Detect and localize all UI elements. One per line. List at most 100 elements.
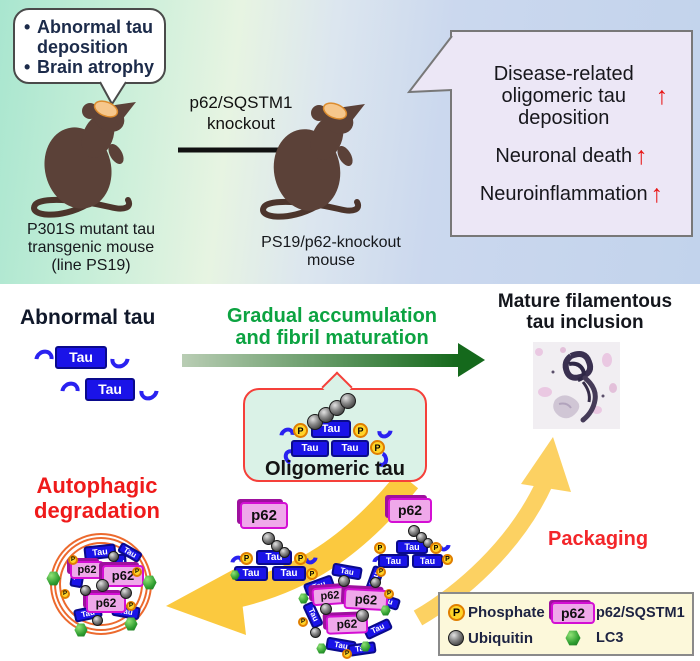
ubiquitin-icon (80, 585, 91, 596)
ubiquitin-icon (338, 575, 350, 587)
increase-arrow-icon: ↑ (655, 81, 669, 110)
ubiquitin-icon (120, 587, 132, 599)
lc3-icon (46, 571, 61, 586)
p62-tau-aggregate: TauTauTauTauTauTauTauTauPPPPp62p62p62 (298, 562, 402, 659)
lc3-icon (142, 575, 157, 590)
phosphate-icon: P (430, 542, 442, 554)
increase-arrow-icon: ↑ (650, 179, 664, 208)
tau-chip: Tau (55, 346, 107, 369)
tau-chip: Tau (412, 554, 443, 568)
caption-line: mouse (306, 252, 356, 269)
legend-label-ubiquitin: Ubiquitin (468, 629, 533, 647)
phosphate-icon: P (240, 552, 253, 565)
legend-icon-slot (550, 630, 596, 646)
phosphate-icon: P (384, 589, 394, 599)
outcome-text: Disease-related oligomeric tau depositio… (493, 62, 634, 129)
autophagosome-icon: TauTauTauTauTauTauPPPPp62p62p62 (46, 533, 157, 637)
ubiquitin-icon (340, 393, 356, 409)
ubiquitin-icon (279, 547, 290, 558)
mouse1-caption: P301S mutant tau transgenic mouse (line … (5, 221, 177, 275)
bubble-item: • Brain atrophy (24, 57, 160, 77)
lc3-icon (316, 643, 327, 654)
arrow-label-line: p62/SQSTM1 (189, 93, 293, 112)
process-label-line: and fibril maturation (235, 327, 429, 349)
increase-arrow-icon: ↑ (635, 141, 648, 170)
outcome-item: Neuroinflammation ↑ (454, 179, 689, 208)
phosphate-icon: P (60, 589, 70, 599)
phosphate-icon: P (374, 542, 386, 554)
lc3-icon (360, 641, 371, 652)
tau-squiggle (106, 345, 134, 373)
outcome-item: Neuronal death ↑ (454, 141, 689, 170)
autophagosome-cargo: TauTauTauTauTauTauPPPPp62p62p62 (46, 535, 157, 637)
outcome-item: Disease-related oligomeric tau depositio… (454, 63, 689, 129)
tau-squiggle (56, 377, 84, 405)
phenotype-speech-bubble: • Abnormal tau deposition • Brain atroph… (13, 8, 166, 84)
abnormal-tau-label: Abnormal tau (20, 306, 156, 329)
caption-line: transgenic mouse (27, 239, 155, 256)
oligomeric-tau-label: Oligomeric tau (264, 458, 406, 480)
phosphate-icon: P (298, 617, 308, 627)
phosphate-icon: P (448, 604, 465, 621)
lc3-icon (124, 617, 138, 631)
phosphate-icon: P (132, 567, 142, 577)
legend-label-lc3: LC3 (596, 630, 624, 646)
legend-box: P Phosphate p62 p62/SQSTM1 Ubiquitin LC3 (438, 592, 694, 656)
ubiquitin-icon (448, 630, 464, 646)
bubble-item: • Abnormal tau deposition (24, 17, 160, 57)
bullet-icon: • (24, 17, 31, 37)
packaging-label: Packaging (548, 528, 649, 550)
knockout-outcomes-box: Disease-related oligomeric tau depositio… (450, 30, 693, 237)
tau-inclusion-micrograph (533, 342, 620, 429)
phosphate-icon: P (293, 423, 308, 438)
tau-chip: Tau (331, 440, 369, 457)
legend-row: Ubiquitin LC3 (448, 630, 684, 647)
autophagic-label-line: degradation (34, 498, 160, 523)
ubiquitin-icon (356, 609, 369, 622)
mouse2-caption: PS19/p62-knockout mouse (233, 234, 429, 270)
ubiquitin-icon (320, 603, 332, 615)
bullet-icon: • (24, 57, 31, 77)
caption-line: (line PS19) (51, 257, 131, 274)
phosphate-icon: P (126, 601, 136, 611)
tau-squiggle (30, 345, 58, 373)
mature-label-line: Mature filamentous (497, 291, 673, 312)
arrow-label-line: knockout (206, 114, 276, 133)
lc3-icon (380, 605, 391, 616)
autophagic-degradation-label: Autophagic degradation (12, 473, 182, 523)
legend-label-phosphate: Phosphate (468, 604, 545, 621)
p62-chip: p62 (240, 502, 288, 529)
lc3-icon (565, 630, 581, 646)
lc3-icon (74, 623, 88, 637)
legend-row: P Phosphate p62 p62/SQSTM1 (448, 601, 685, 624)
p62-chip: p62 (86, 593, 126, 613)
autophagic-label-line: Autophagic (36, 473, 158, 498)
phosphate-icon: P (353, 423, 368, 438)
tau-chip: Tau (234, 566, 268, 581)
bubble-text: Brain atrophy (37, 57, 155, 77)
mature-label-line: tau inclusion (526, 312, 644, 333)
ubiquitin-icon (96, 579, 109, 592)
tau-chip: Tau (85, 378, 135, 401)
process-label: Gradual accumulation and fibril maturati… (220, 305, 444, 349)
ubiquitin-icon (370, 577, 381, 588)
phosphate-icon: P (442, 554, 453, 565)
outcome-text: Neuronal death (495, 144, 633, 167)
legend-icon-slot (448, 630, 468, 646)
tau-squiggle (374, 420, 396, 442)
knockout-arrow-label: p62/SQSTM1 knockout (170, 92, 312, 134)
mature-inclusion-label: Mature filamentous tau inclusion (484, 291, 686, 333)
phosphate-icon: P (342, 649, 352, 659)
maturation-arrow-icon (182, 343, 485, 377)
tau-chip: Tau (291, 440, 329, 457)
phosphate-icon: P (68, 555, 78, 565)
p62-chip: p62 (388, 498, 432, 523)
ubiquitin-icon (310, 627, 321, 638)
ubiquitin-icon (108, 551, 119, 562)
ubiquitin-icon (92, 615, 103, 626)
caption-line: PS19/p62-knockout (261, 234, 401, 251)
caption-line: P301S mutant tau (26, 221, 156, 238)
legend-icon-slot: p62 (550, 601, 596, 624)
